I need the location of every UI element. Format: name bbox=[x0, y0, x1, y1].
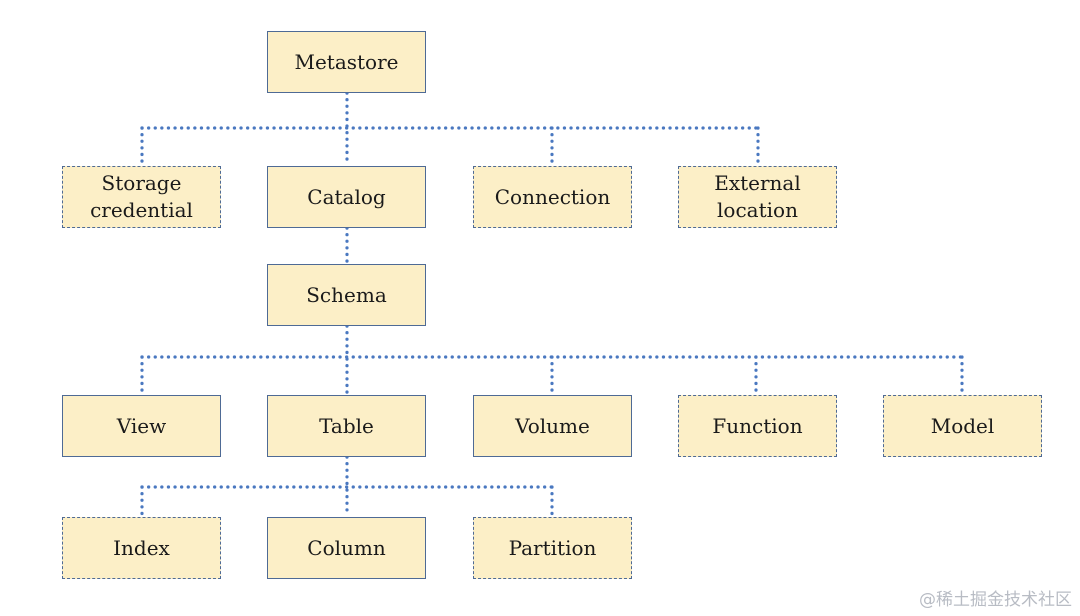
node-table: Table bbox=[267, 395, 426, 457]
node-view: View bbox=[62, 395, 221, 457]
node-external-location: External location bbox=[678, 166, 837, 228]
node-connection: Connection bbox=[473, 166, 632, 228]
node-catalog: Catalog bbox=[267, 166, 426, 228]
node-schema: Schema bbox=[267, 264, 426, 326]
node-index: Index bbox=[62, 517, 221, 579]
node-storage-credential: Storage credential bbox=[62, 166, 221, 228]
node-column: Column bbox=[267, 517, 426, 579]
node-model: Model bbox=[883, 395, 1042, 457]
node-function: Function bbox=[678, 395, 837, 457]
node-volume: Volume bbox=[473, 395, 632, 457]
node-partition: Partition bbox=[473, 517, 632, 579]
node-metastore: Metastore bbox=[267, 31, 426, 93]
watermark: @稀土掘金技术社区 bbox=[919, 590, 1072, 610]
